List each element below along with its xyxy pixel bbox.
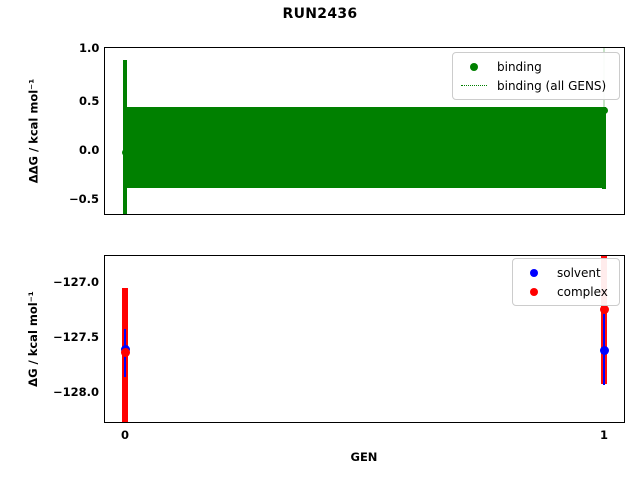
legend-item-solvent[interactable]: solvent: [519, 263, 613, 282]
top-ytick-label-3: 0.0: [79, 143, 100, 157]
legend-item-binding-all-gens[interactable]: binding (all GENS): [459, 76, 613, 95]
top-panel-legend[interactable]: binding binding (all GENS): [452, 52, 620, 100]
legend-item-complex[interactable]: complex: [519, 282, 613, 301]
bottom-ytick-mark-3: [104, 393, 105, 395]
top-xtick-mark-1: [604, 214, 606, 215]
dotted-line-icon: [459, 79, 489, 93]
binding-errorbar-gen0: [123, 60, 127, 214]
legend-label-binding: binding: [497, 59, 542, 74]
bottom-panel-y-axis-label: ΔG / kcal mol⁻¹: [25, 291, 40, 387]
top-ytick-mark-2: [104, 102, 105, 104]
legend-label-complex: complex: [557, 284, 608, 299]
legend-item-binding[interactable]: binding: [459, 57, 613, 76]
top-ytick-mark-4: [104, 200, 105, 202]
bottom-xtick-label-0: 0: [121, 428, 130, 442]
bottom-xtick-mark-1: [604, 422, 606, 423]
binding-errorbar-gen1: [602, 107, 606, 189]
legend-label-binding-all-gens: binding (all GENS): [497, 78, 607, 93]
bottom-xtick-label-1: 1: [600, 428, 609, 442]
solvent-point-gen1: [600, 346, 609, 355]
complex-point-gen1: [600, 305, 609, 314]
top-xtick-mark-0: [125, 214, 127, 215]
bottom-xtick-mark-0: [125, 422, 127, 423]
solvent-marker-icon: [519, 266, 549, 280]
legend-label-solvent: solvent: [557, 265, 601, 280]
binding-all-gens-band: [125, 107, 605, 188]
x-axis-label: GEN: [350, 450, 378, 464]
binding-point-gen0: [122, 149, 129, 156]
complex-point-gen0: [121, 348, 130, 357]
binding-marker-icon: [459, 60, 489, 74]
top-ytick-mark-3: [104, 151, 105, 153]
bottom-panel-legend[interactable]: solvent complex: [512, 258, 620, 306]
top-ytick-mark-1: [104, 49, 105, 51]
bottom-ytick-mark-2: [104, 338, 105, 340]
top-ytick-label-2: 0.5: [79, 94, 100, 108]
top-ytick-label-1: 1.0: [79, 41, 100, 55]
binding-point-gen1: [601, 107, 608, 114]
top-panel-y-axis-label: ΔΔG / kcal mol⁻¹: [25, 78, 40, 184]
bottom-ytick-label-1: −127.0: [53, 275, 100, 289]
bottom-ytick-mark-1: [104, 283, 105, 285]
top-ytick-label-4: −0.5: [69, 192, 100, 206]
complex-marker-icon: [519, 285, 549, 299]
bottom-ytick-label-3: −128.0: [53, 385, 100, 399]
bottom-ytick-label-2: −127.5: [53, 330, 100, 344]
figure-title: RUN2436: [282, 6, 358, 22]
